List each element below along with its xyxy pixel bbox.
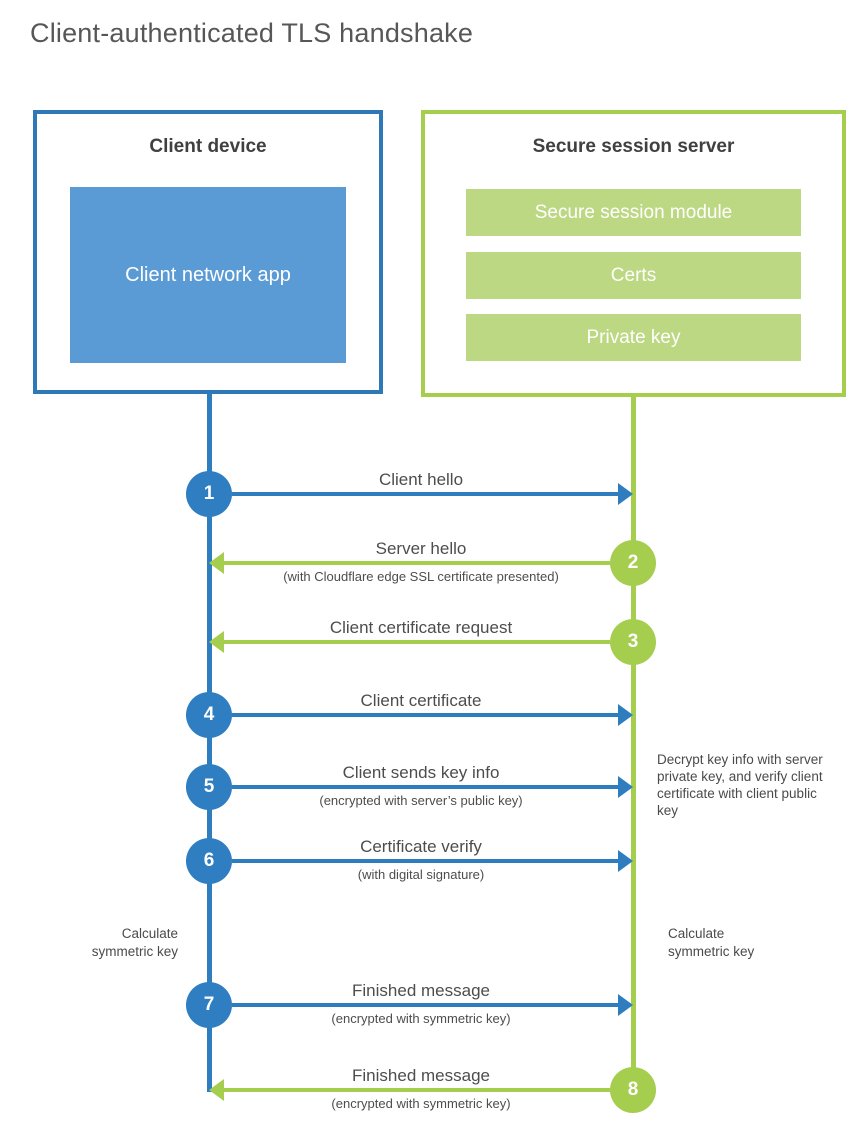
calculate-symmetric-key-note-server: Calculate symmetric key: [668, 926, 755, 959]
step-badge-4: 4: [186, 692, 232, 738]
message-line: [232, 785, 618, 789]
message-sublabel: (encrypted with server’s public key): [319, 793, 523, 808]
arrow-right-icon: [618, 483, 633, 505]
server-module-secure-session: Secure session module: [466, 189, 801, 236]
message-label: Certificate verify: [360, 837, 482, 856]
message-row-1: 1 Client hello: [186, 470, 656, 517]
message-label: Client certificate: [360, 691, 482, 710]
message-row-3: 3 Client certificate request: [186, 618, 656, 665]
message-label: Server hello: [375, 539, 467, 558]
secure-session-server-title: Secure session server: [532, 136, 735, 157]
message-row-5: 5 Client sends key info (encrypted with …: [186, 763, 656, 810]
message-row-7: 7 Finished message (encrypted with symme…: [186, 981, 656, 1028]
step-badge-3: 3: [610, 619, 656, 665]
client-network-app-box: Client network app: [70, 187, 346, 363]
message-label: Finished message: [352, 981, 490, 1000]
arrow-right-icon: [618, 850, 633, 872]
client-lifeline: [207, 393, 212, 1092]
message-label: Client hello: [378, 470, 464, 489]
message-row-2: 2 Server hello (with Cloudflare edge SSL…: [186, 539, 656, 586]
message-label: Finished message: [352, 1066, 490, 1085]
message-line: [232, 859, 618, 863]
step-badge-5: 5: [186, 764, 232, 810]
step-badge-7: 7: [186, 982, 232, 1028]
message-line: [232, 1003, 618, 1007]
step-badge-8: 8: [610, 1067, 656, 1113]
client-device-title: Client device: [149, 136, 267, 157]
message-label: Client certificate request: [329, 618, 513, 637]
message-line: [224, 561, 610, 565]
arrow-right-icon: [618, 994, 633, 1016]
message-sublabel: (encrypted with symmetric key): [331, 1096, 511, 1111]
page-title: Client-authenticated TLS handshake: [30, 18, 474, 48]
message-row-4: 4 Client certificate: [186, 691, 656, 738]
message-row-8: 8 Finished message (encrypted with symme…: [186, 1066, 656, 1113]
server-module-private-key: Private key: [466, 314, 801, 361]
calculate-symmetric-key-note-client: Calculate symmetric key: [91, 926, 178, 959]
server-lifeline: [631, 396, 636, 1093]
message-line: [232, 713, 618, 717]
arrow-right-icon: [618, 776, 633, 798]
arrow-left-icon: [209, 552, 224, 574]
step-badge-2: 2: [610, 540, 656, 586]
server-module-certs: Certs: [466, 252, 801, 299]
message-label: Client sends key info: [342, 763, 500, 782]
message-sublabel: (with Cloudflare edge SSL certificate pr…: [283, 569, 559, 584]
message-line: [232, 492, 618, 496]
arrow-right-icon: [618, 704, 633, 726]
message-line: [224, 1088, 610, 1092]
decrypt-verify-note: Decrypt key info with server private key…: [657, 752, 823, 818]
message-line: [224, 640, 610, 644]
message-sublabel: (with digital signature): [357, 867, 485, 882]
step-badge-6: 6: [186, 838, 232, 884]
arrow-left-icon: [209, 1079, 224, 1101]
step-badge-1: 1: [186, 471, 232, 517]
message-sublabel: (encrypted with symmetric key): [331, 1011, 511, 1026]
message-row-6: 6 Certificate verify (with digital signa…: [186, 837, 656, 884]
arrow-left-icon: [209, 631, 224, 653]
